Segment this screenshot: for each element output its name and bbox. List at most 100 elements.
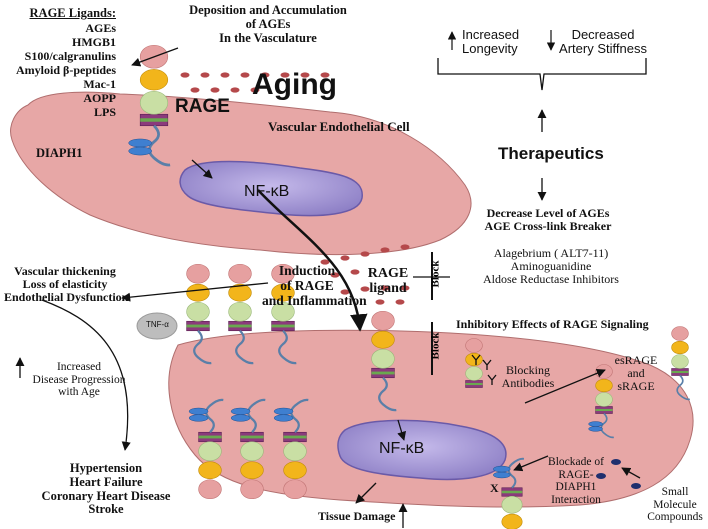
vascular-effects-text: Vascular thickening Loss of elasticity E… bbox=[4, 264, 128, 305]
ligand-dot bbox=[190, 87, 200, 93]
ligand-dot bbox=[380, 285, 390, 291]
x-mark: X bbox=[490, 481, 499, 495]
tissue-damage-label: Tissue Damage bbox=[318, 509, 396, 523]
aging-title: Aging bbox=[252, 68, 337, 101]
ligand-dot bbox=[250, 87, 260, 93]
small-molecule-line-1: Small bbox=[661, 486, 689, 498]
blockade-line-4: Interaction bbox=[551, 493, 601, 506]
arrow-to-tissue-damage bbox=[355, 482, 377, 504]
ligand-dot bbox=[220, 72, 230, 78]
rage-receptor bbox=[128, 44, 171, 167]
arrow-to-esrage bbox=[524, 368, 606, 404]
blocking-antibody-marks bbox=[471, 354, 497, 385]
rage-receptor bbox=[188, 398, 224, 500]
arrow-to-nfkb-top bbox=[191, 159, 213, 179]
deposition-line-3: In the Vasculature bbox=[219, 30, 317, 45]
ligand-dot bbox=[210, 87, 220, 93]
decrease-ages-text: Decrease Level of AGEs AGE Cross-link Br… bbox=[478, 206, 618, 234]
deposition-text: Deposition and Accumulation of AGEs In t… bbox=[178, 3, 358, 45]
arrow-to-vascular-effects bbox=[121, 282, 269, 302]
ligand-dot bbox=[375, 299, 385, 305]
ligand-dot bbox=[380, 247, 390, 253]
ligand-dot bbox=[280, 72, 290, 78]
blocking-antibodies-text: Blocking Antibodies bbox=[493, 363, 563, 390]
ligand-dot bbox=[200, 72, 210, 78]
arrow-to-deposition bbox=[131, 47, 179, 67]
esrage-line-1: esRAGE bbox=[614, 353, 658, 367]
ligand-item: HMGB1 bbox=[72, 34, 116, 49]
ligand-item: AOPP bbox=[83, 90, 116, 105]
rage-receptors bbox=[128, 44, 690, 529]
block-label-signaling: Block bbox=[429, 332, 442, 360]
ligand-dot bbox=[320, 259, 330, 265]
rage-receptor bbox=[371, 310, 397, 412]
disease-hypertension: Hypertension bbox=[69, 461, 143, 475]
ligand-dot bbox=[240, 72, 250, 78]
esrage-line-2: and bbox=[627, 366, 645, 381]
induction-line-3: and Inflammation bbox=[262, 292, 367, 308]
ligand-dot bbox=[360, 251, 370, 257]
diaph1-label: DIAPH1 bbox=[36, 146, 83, 160]
deposition-line-1: Deposition and Accumulation bbox=[189, 3, 347, 17]
drug-aminoguanidine: Aminoguanidine bbox=[510, 259, 592, 274]
drug-alagebrium: Alagebrium ( ALT7-11) bbox=[493, 246, 609, 260]
therapeutics-label: Therapeutics bbox=[498, 144, 604, 163]
nfkb-top-label: NF-κB bbox=[244, 183, 290, 200]
disease-stroke: Stroke bbox=[88, 502, 124, 517]
rage-ligand-line-2: ligand bbox=[369, 281, 407, 297]
longevity-line-2: Longevity bbox=[462, 41, 518, 57]
small-molecule-line-2: Molecule bbox=[653, 498, 697, 511]
stiffness-line-2: Artery Stiffness bbox=[559, 41, 647, 57]
decrease-line-1: Decrease Level of AGEs bbox=[486, 206, 610, 220]
ligand-item: LPS bbox=[93, 104, 116, 119]
top-nucleus bbox=[179, 160, 363, 217]
rage-label: RAGE bbox=[175, 96, 230, 117]
ligand-dot bbox=[350, 269, 360, 275]
progression-text: Increased Disease Progression with Age bbox=[24, 361, 134, 399]
ligand-dot bbox=[260, 72, 270, 78]
arrow-to-nfkb-bottom bbox=[397, 419, 407, 441]
bottom-nucleus bbox=[337, 419, 507, 481]
induction-line-2: of RAGE bbox=[280, 277, 334, 293]
ligand-item: Amyloid β-peptides bbox=[16, 62, 116, 77]
disease-coronary: Coronary Heart Disease bbox=[41, 488, 171, 503]
stiffness-text: Decreased Artery Stiffness bbox=[548, 27, 658, 57]
blockade-line-3: DIAPH1 bbox=[555, 481, 597, 494]
rage-receptor bbox=[228, 263, 254, 365]
vascular-effect-elasticity: Loss of elasticity bbox=[22, 277, 108, 292]
rage-receptor bbox=[493, 457, 525, 529]
progression-line-2: Disease Progression bbox=[32, 373, 126, 386]
small-molecule-dots bbox=[596, 459, 641, 489]
longevity-line-1: Increased bbox=[462, 27, 520, 42]
blockade-text: Blockade of RAGE- DIAPH1 Interaction bbox=[544, 456, 608, 507]
block-label-ligand: Block bbox=[429, 260, 442, 288]
ligand-dot bbox=[330, 272, 340, 278]
drugs-list: Alagebrium ( ALT7-11) Aminoguanidine Ald… bbox=[476, 246, 626, 287]
blockade-line-2: RAGE- bbox=[558, 468, 594, 481]
ligand-item: AGEs bbox=[85, 20, 116, 35]
ligand-dot bbox=[230, 87, 240, 93]
ligand-dot bbox=[320, 72, 330, 78]
ligand-dot bbox=[360, 286, 370, 292]
esrage-line-3: sRAGE bbox=[617, 379, 655, 394]
deposition-line-2: of AGEs bbox=[245, 16, 291, 31]
progression-line-3: with Age bbox=[58, 386, 100, 399]
rage-receptor bbox=[271, 263, 297, 365]
esrage-text: esRAGE and sRAGE bbox=[610, 353, 662, 394]
diseases-list: Hypertension Heart Failure Coronary Hear… bbox=[16, 461, 196, 517]
ligand-item: S100/calgranulins bbox=[24, 48, 116, 63]
ligand-item: Mac-1 bbox=[83, 76, 116, 91]
arrow-induction bbox=[257, 189, 368, 332]
ligand-dot bbox=[340, 255, 350, 261]
decrease-line-2: AGE Cross-link Breaker bbox=[484, 219, 612, 234]
disease-heart-failure: Heart Failure bbox=[69, 474, 143, 489]
ligand-dot bbox=[300, 72, 310, 78]
vascular-cell-label: Vascular Endothelial Cell bbox=[268, 119, 410, 134]
rage-receptor bbox=[273, 398, 309, 500]
arrow-small-molecule bbox=[621, 467, 641, 479]
small-molecule-line-3: Compounds bbox=[647, 511, 703, 524]
rage-receptor bbox=[230, 398, 266, 500]
outcome-bracket bbox=[437, 58, 647, 91]
tnf-alpha-oval bbox=[136, 312, 178, 340]
